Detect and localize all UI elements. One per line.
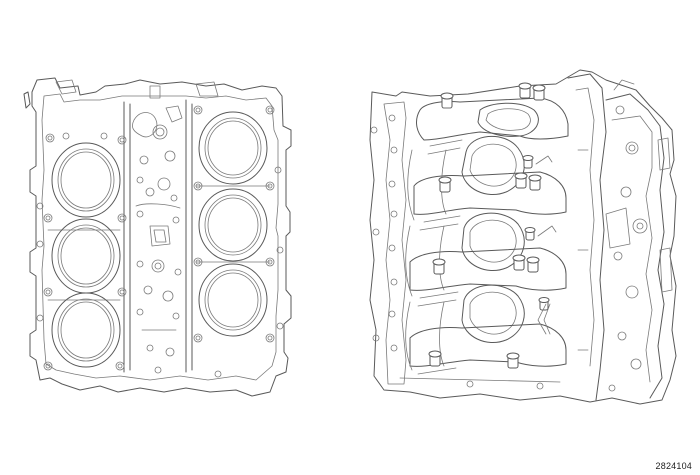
figure-id-label: 2824104 [655,461,692,471]
bearing-cap-bolts [428,82,550,369]
right-bank-bores [198,111,268,337]
cylinder-block-bottom-view [369,69,677,405]
left-bank-bores [51,142,121,368]
valley-passages [132,105,183,374]
bearing-caps [409,97,569,375]
left-bank-bolt-holes [36,132,127,371]
cylinder-block-top-view [23,77,292,397]
crank-journals [461,102,539,343]
oil-jets [535,155,557,335]
right-bank-bolt-holes [193,105,284,378]
left-flange-holes [370,114,398,352]
end-housing [567,73,673,401]
